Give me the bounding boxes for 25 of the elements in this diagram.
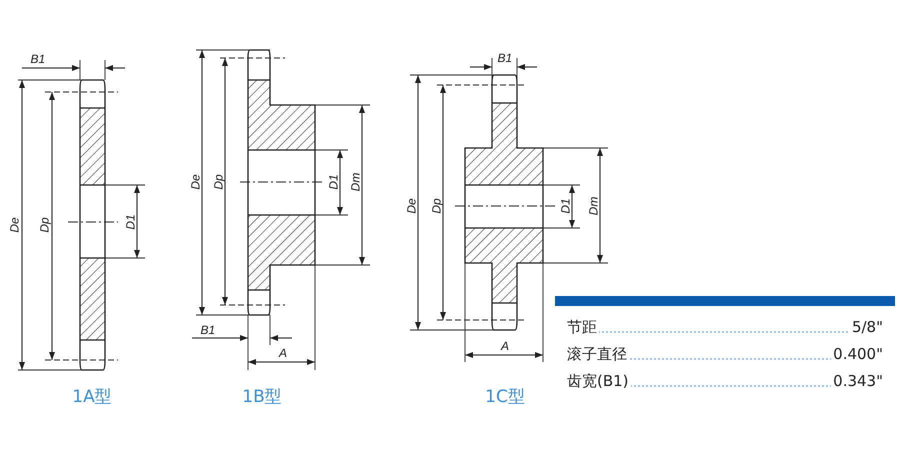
spec-name: 节距 <box>565 318 599 337</box>
dimension-label: A <box>501 340 510 352</box>
type-caption: 1A型 <box>72 386 112 408</box>
dimension-label: B1 <box>30 53 46 65</box>
dimension-label: B1 <box>498 52 512 64</box>
dimension-label: D1 <box>559 198 572 214</box>
spec-value: 5/8" <box>850 318 885 336</box>
dimension-label: De <box>8 217 20 233</box>
dimension-label: De <box>405 198 418 214</box>
type-caption: 1C型 <box>485 386 525 408</box>
dimension-label: D1 <box>327 174 340 190</box>
dimension-label: Dp <box>212 174 224 190</box>
dimension-label: Dm <box>348 172 361 192</box>
dimension-label: Dp <box>38 217 50 233</box>
spec-name: 齿宽(B1) <box>565 372 631 391</box>
dimension-label: Dm <box>586 196 599 216</box>
dimension-label: A <box>279 347 288 359</box>
dimension-label: De <box>189 174 202 190</box>
spec-value: 0.343" <box>831 372 885 390</box>
spec-value: 0.400" <box>831 345 885 363</box>
dimension-label: D1 <box>124 214 136 230</box>
spec-name: 滚子直径 <box>565 345 629 364</box>
dimension-label: B1 <box>200 324 216 336</box>
type-caption: 1B型 <box>242 386 282 408</box>
dimension-label: Dp <box>430 198 442 214</box>
